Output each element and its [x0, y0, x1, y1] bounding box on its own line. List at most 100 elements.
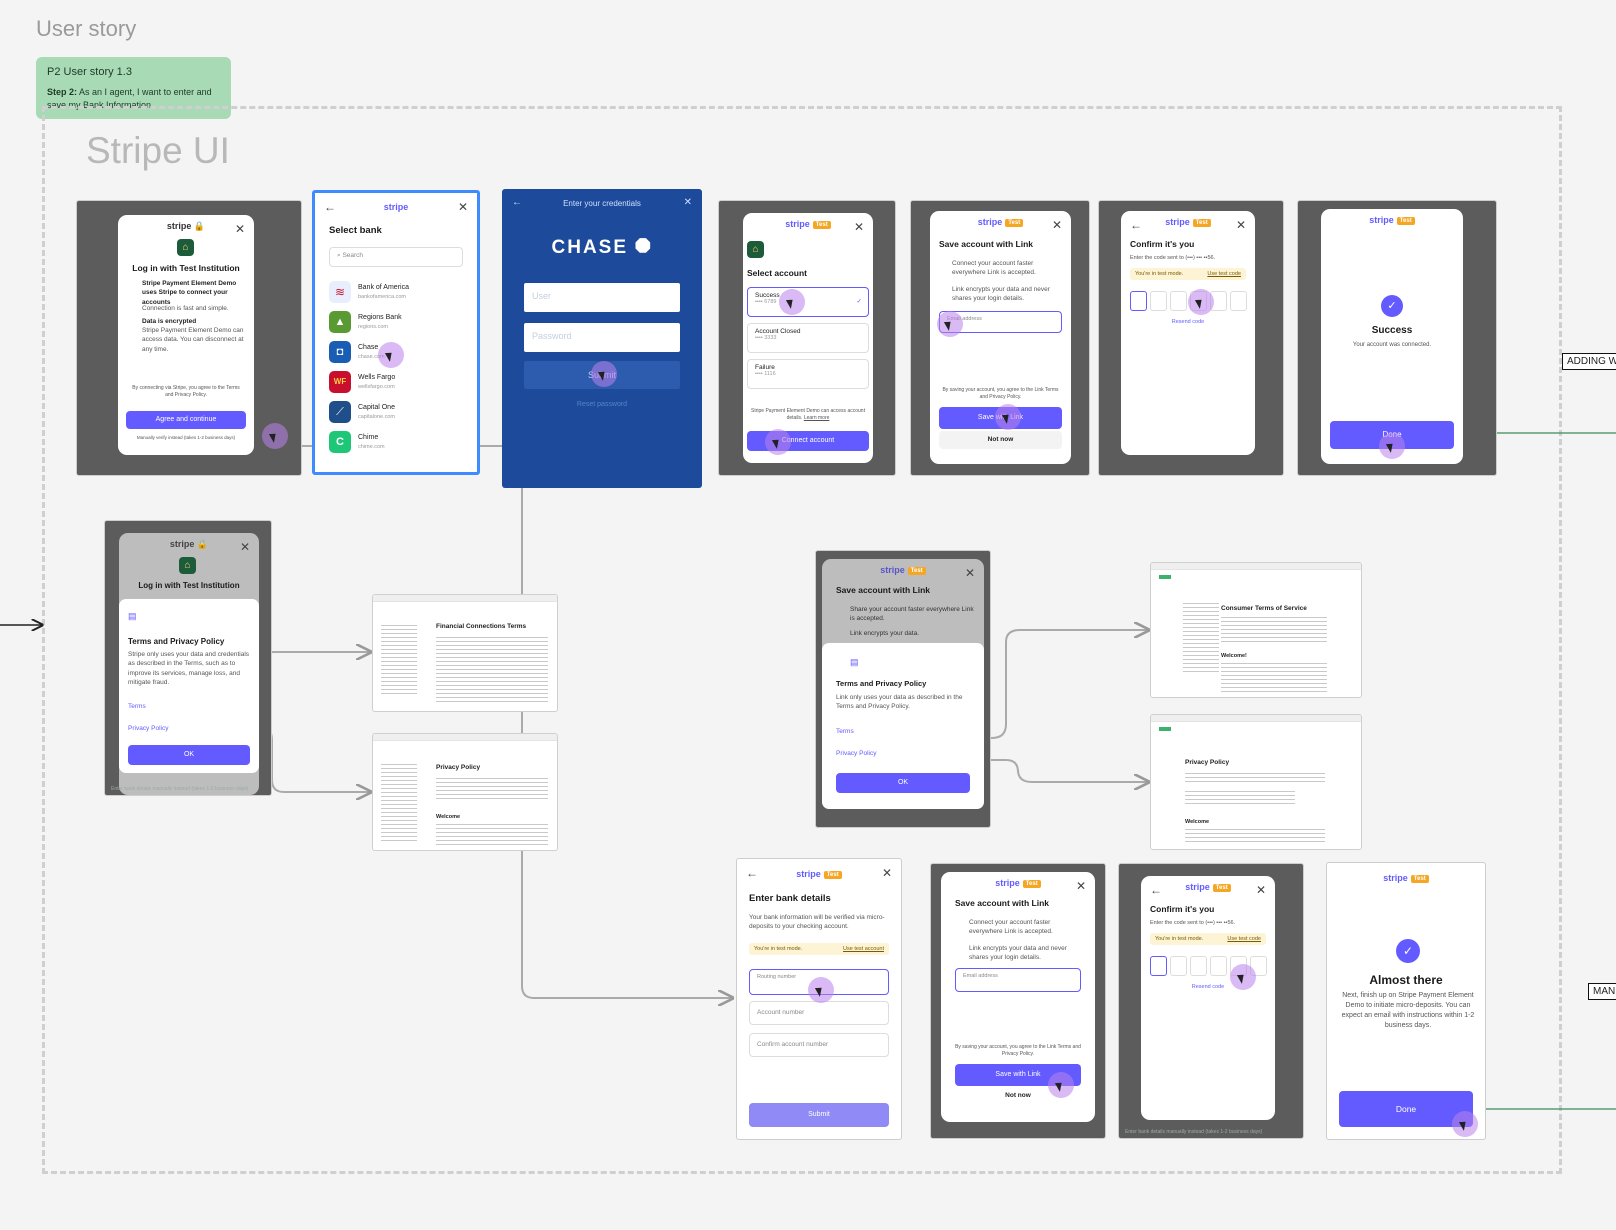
terms-link[interactable]: Terms: [836, 728, 854, 735]
login-item2-sub: Stripe Payment Element Demo can access d…: [142, 327, 244, 353]
manual-footer-text: Enter bank details manually instead (tak…: [1125, 1129, 1263, 1135]
back-arrow-icon[interactable]: ←: [512, 197, 522, 208]
privacy-policy-link[interactable]: Privacy Policy: [836, 750, 877, 757]
learn-more-link[interactable]: Learn more: [803, 415, 830, 422]
not-now-button[interactable]: Not now: [1005, 1092, 1031, 1099]
code-digit-input[interactable]: [1130, 291, 1147, 311]
account-number-field[interactable]: Account number: [749, 1001, 889, 1025]
doc-body-lines: [436, 824, 548, 846]
code-digit-input[interactable]: [1170, 291, 1187, 311]
code-digit-input[interactable]: [1230, 291, 1247, 311]
account-option-success[interactable]: Success•••• 6789✓: [747, 287, 869, 317]
test-badge: Test: [1192, 218, 1211, 227]
use-test-account-link[interactable]: Use test account: [843, 946, 884, 952]
code-digit-input[interactable]: [1210, 956, 1227, 976]
ok-button[interactable]: OK: [836, 773, 970, 793]
done-button[interactable]: Done: [1339, 1091, 1473, 1127]
arrow-manual-to-enter-bank: [246, 445, 732, 998]
close-icon[interactable]: ✕: [881, 866, 892, 880]
not-now-button[interactable]: Not now: [939, 431, 1062, 449]
save-link-item2: Link encrypts your data and never shares…: [952, 286, 1050, 303]
confirm-account-field[interactable]: Confirm account number: [749, 1033, 889, 1057]
terms-dialog-title: Terms and Privacy Policy: [128, 637, 225, 646]
back-arrow-icon[interactable]: ←: [1150, 883, 1162, 897]
email-field[interactable]: Email address: [939, 311, 1062, 333]
save-link-title: Save account with Link: [955, 898, 1049, 908]
email-field[interactable]: Email address: [955, 968, 1081, 992]
document-icon: ▤: [128, 611, 137, 621]
doc-body-lines: [1185, 829, 1325, 845]
click-cursor-indicator: [808, 977, 834, 1003]
bank-row[interactable]: ◘ Chase chase.com: [329, 341, 463, 369]
screen-login-institution: stripe 🔒 ✕ ⌂ Log in with Test Institutio…: [76, 200, 302, 476]
section-title: Stripe UI: [86, 130, 230, 171]
close-icon[interactable]: ✕: [1075, 879, 1086, 893]
browser-bar: [1151, 563, 1361, 570]
back-arrow-icon[interactable]: ←: [1130, 218, 1142, 232]
resend-code-link[interactable]: Resend code: [1171, 319, 1205, 325]
login-item1-title: Stripe Payment Element Demo uses Stripe …: [142, 280, 237, 306]
chase-reset-password-link[interactable]: Reset password: [576, 401, 628, 408]
account-mask: •••• 6789: [755, 299, 777, 305]
agree-continue-button[interactable]: Agree and continue: [126, 411, 246, 429]
select-bank-title: Select bank: [329, 225, 382, 236]
save-link-item1: Connect your account faster everywhere L…: [969, 919, 1053, 936]
click-cursor-indicator: [995, 404, 1021, 430]
chase-password-input[interactable]: Password: [524, 323, 680, 352]
bank-row[interactable]: ▲ Regions Bank regions.com: [329, 311, 463, 339]
ok-button[interactable]: OK: [128, 745, 250, 765]
close-icon[interactable]: ✕: [853, 220, 864, 234]
link-legal-text: By saving your account, you agree to the…: [942, 387, 1059, 401]
doc-sidebar-lines: [381, 764, 417, 844]
bank-row[interactable]: C Chime chime.com: [329, 431, 463, 459]
submit-button[interactable]: Submit: [749, 1103, 889, 1127]
account-name: Account Closed: [755, 328, 801, 335]
click-cursor-indicator: [262, 423, 288, 449]
stripe-logo: stripe: [1383, 873, 1408, 883]
select-account-title: Select account: [747, 268, 807, 278]
close-icon[interactable]: ✕: [1255, 883, 1266, 897]
bank-row[interactable]: ⟋ Capital One capitalone.com: [329, 401, 463, 429]
account-option-closed[interactable]: Account Closed•••• 3333: [747, 323, 869, 353]
close-icon[interactable]: ✕: [1235, 218, 1246, 232]
close-icon[interactable]: ✕: [239, 540, 250, 554]
bank-of-america-icon: ≋: [329, 281, 351, 303]
doc-financial-connections-terms: Financial Connections Terms: [372, 594, 558, 712]
bank-search-input[interactable]: ⌕ Search: [329, 247, 463, 267]
confirm-title: Confirm it's you: [1150, 904, 1215, 914]
bank-name: Chime: [358, 434, 379, 441]
stripe-logo: stripe 🔒: [169, 539, 209, 549]
bank-row[interactable]: WF Wells Fargo wellsfargo.com: [329, 371, 463, 399]
manual-verify-link[interactable]: Manually verify instead (takes 1-2 busin…: [136, 435, 236, 440]
arrow-link-terms-to-consumer-doc: [843, 630, 1148, 739]
resend-code-link[interactable]: Resend code: [1191, 984, 1225, 990]
code-digit-input[interactable]: [1190, 956, 1207, 976]
close-icon[interactable]: ✕: [1051, 218, 1062, 232]
code-digit-input[interactable]: [1150, 956, 1167, 976]
code-digit-input[interactable]: [1150, 291, 1167, 311]
account-option-failure[interactable]: Failure•••• 1116: [747, 359, 869, 389]
back-arrow-icon[interactable]: ←: [324, 200, 336, 214]
use-test-code-link[interactable]: Use test code: [1207, 271, 1241, 277]
login-title: Log in with Test Institution: [132, 263, 240, 273]
close-icon[interactable]: ✕: [234, 222, 245, 236]
close-icon[interactable]: ✕: [457, 200, 468, 214]
stripe-logo: stripe: [1165, 217, 1190, 227]
close-icon[interactable]: ✕: [964, 566, 975, 580]
bank-row[interactable]: ≋ Bank of America bankofamerica.com: [329, 281, 463, 309]
back-arrow-icon[interactable]: ←: [746, 866, 758, 880]
link-terms-dialog: ▤ Terms and Privacy Policy Link only use…: [822, 643, 984, 809]
almost-sub: Next, finish up on Stripe Payment Elemen…: [1341, 992, 1475, 1030]
close-icon[interactable]: ✕: [683, 197, 692, 208]
bank-name: Bank of America: [358, 284, 409, 291]
use-test-code-link[interactable]: Use test code: [1227, 936, 1261, 942]
code-digit-input[interactable]: [1170, 956, 1187, 976]
privacy-policy-link[interactable]: Privacy Policy: [128, 725, 169, 732]
chase-user-input[interactable]: User: [524, 283, 680, 312]
click-cursor-indicator: [1048, 1072, 1074, 1098]
terms-link[interactable]: Terms: [128, 703, 146, 710]
